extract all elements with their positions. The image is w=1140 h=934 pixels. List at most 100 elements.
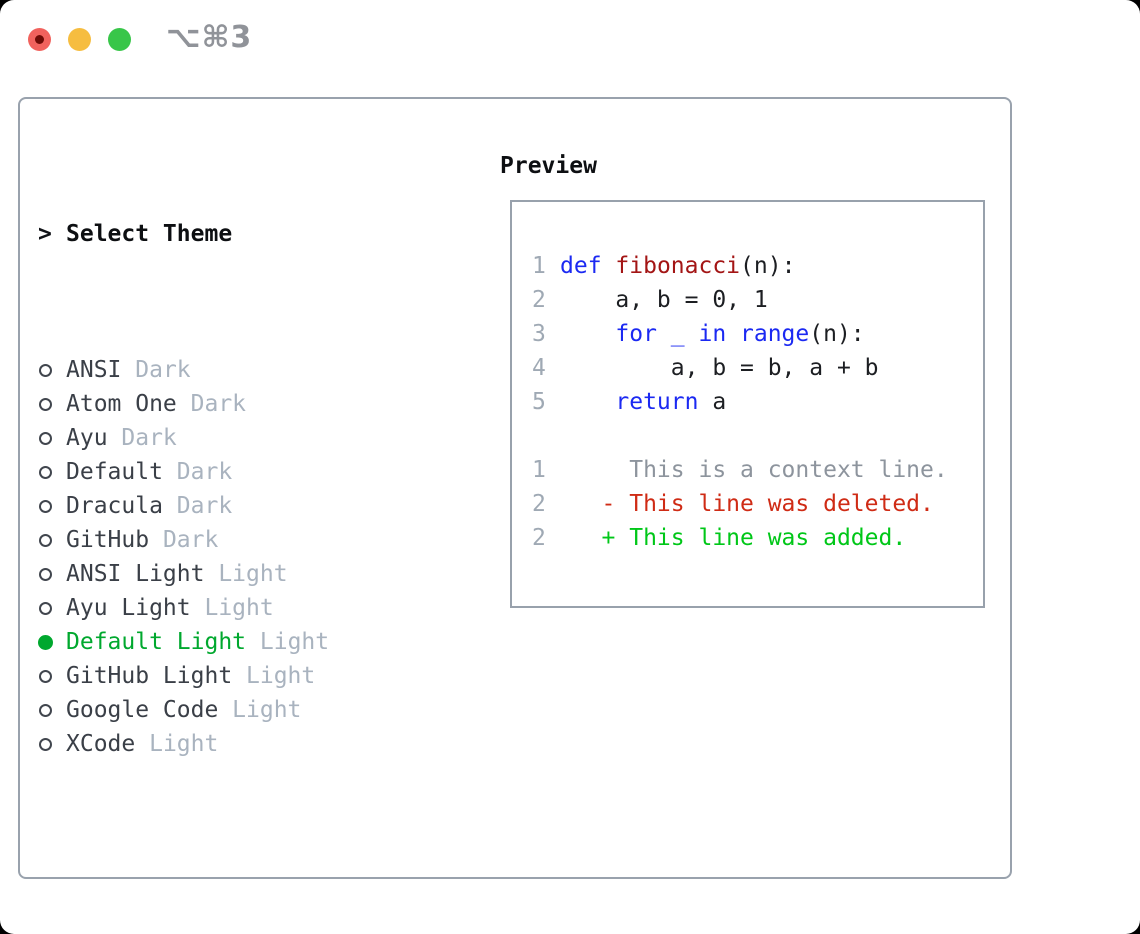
diff-line-deleted: 2 - This line was deleted. — [532, 487, 983, 521]
radio-icon — [38, 421, 66, 455]
code-token: return — [615, 389, 699, 415]
code-token: a, b = b, a + b — [560, 355, 879, 381]
radio-icon — [38, 659, 66, 693]
diff-text: This is a context line. — [560, 457, 948, 483]
theme-name-label: Default Light — [66, 629, 260, 655]
code-token: (n): — [809, 321, 865, 347]
line-number: 4 — [532, 355, 546, 381]
circle-icon — [39, 533, 52, 547]
close-button[interactable] — [28, 28, 51, 51]
theme-name-label: Default — [66, 459, 177, 485]
line-number: 5 — [532, 389, 546, 415]
code-line: 2 a, b = 0, 1 — [532, 283, 983, 317]
circle-icon — [39, 601, 52, 615]
radio-icon — [38, 693, 66, 727]
theme-option[interactable]: GitHub Dark — [38, 523, 448, 557]
line-number: 1 — [532, 457, 546, 483]
theme-option[interactable]: Ayu Dark — [38, 421, 448, 455]
diff-line-added: 2 + This line was added. — [532, 521, 983, 555]
theme-name-label: Ayu Light — [66, 595, 205, 621]
theme-option[interactable]: Google Code Light — [38, 693, 448, 727]
code-token: for _ in range — [615, 321, 810, 347]
theme-name-label: Google Code — [66, 697, 233, 723]
theme-option[interactable]: ANSI Dark — [38, 353, 448, 387]
radio-icon — [38, 387, 66, 421]
circle-icon — [39, 397, 52, 411]
theme-variant-label: Dark — [176, 493, 233, 519]
line-number: 2 — [532, 287, 546, 313]
theme-variant-label: Dark — [162, 527, 219, 553]
theme-name-label: ANSI — [66, 357, 136, 383]
radio-icon — [38, 489, 66, 523]
diff-preview: 1 This is a context line.2 - This line w… — [532, 453, 983, 555]
theme-option[interactable]: Atom One Dark — [38, 387, 448, 421]
theme-name-label: GitHub Light — [66, 663, 247, 689]
code-token: def — [560, 253, 602, 279]
circle-icon — [39, 669, 52, 683]
line-number: 2 — [532, 491, 546, 517]
code-token: a — [698, 389, 727, 415]
select-theme-title-label: Select Theme — [66, 221, 233, 247]
theme-variant-label: Light — [204, 595, 274, 621]
code-token: a, b = 0, 1 — [560, 287, 768, 313]
radio-icon — [38, 727, 66, 761]
code-token — [560, 389, 615, 415]
theme-option[interactable]: Default Light Light — [38, 625, 448, 659]
circle-icon — [39, 431, 52, 445]
theme-variant-label: Light — [232, 697, 302, 723]
circle-icon — [39, 737, 52, 751]
theme-name-label: Dracula — [66, 493, 177, 519]
theme-option[interactable]: Default Dark — [38, 455, 448, 489]
close-button-dot — [35, 35, 44, 44]
theme-option[interactable]: XCode Light — [38, 727, 448, 761]
theme-variant-label: Dark — [190, 391, 247, 417]
radio-icon — [38, 557, 66, 591]
code-token — [560, 321, 615, 347]
radio-icon — [38, 523, 66, 557]
theme-name-label: XCode — [66, 731, 150, 757]
selected-radio-icon — [38, 625, 66, 659]
theme-name-label: GitHub — [66, 527, 163, 553]
code-preview: 1 def fibonacci (n): 2 a, b = 0, 1 3 for _ i… — [532, 249, 983, 419]
line-number: 2 — [532, 525, 546, 551]
theme-name-label: Atom One — [66, 391, 191, 417]
preview-title: Preview — [500, 153, 597, 179]
circle-icon — [39, 499, 52, 513]
circle-icon — [39, 703, 52, 717]
theme-name-label: ANSI Light — [66, 561, 219, 587]
maximize-button[interactable] — [108, 28, 131, 51]
line-number: 3 — [532, 321, 546, 347]
theme-option[interactable]: Dracula Dark — [38, 489, 448, 523]
theme-option[interactable]: GitHub Light Light — [38, 659, 448, 693]
theme-variant-label: Light — [149, 731, 219, 757]
theme-variant-label: Light — [218, 561, 288, 587]
theme-name-label: Ayu — [66, 425, 122, 451]
theme-variant-label: Dark — [176, 459, 233, 485]
radio-icon — [38, 455, 66, 489]
apply-to-section: Apply To User SettingsWorkspace Settings — [38, 896, 448, 934]
circle-icon — [39, 465, 52, 479]
line-number: 1 — [532, 253, 546, 279]
theme-option[interactable]: Ayu Light Light — [38, 591, 448, 625]
theme-variant-label: Dark — [135, 357, 191, 383]
code-token: fibonacci — [615, 253, 741, 279]
circle-icon — [39, 567, 52, 581]
radio-icon — [38, 591, 66, 625]
diff-text: - This line was deleted. — [560, 491, 934, 517]
blank-line — [532, 419, 983, 453]
cursor-char: > — [38, 221, 52, 247]
theme-option[interactable]: ANSI Light Light — [38, 557, 448, 591]
preview-box: 1 def fibonacci (n): 2 a, b = 0, 1 3 for _ i… — [510, 200, 985, 608]
titlebar: ⌥⌘3 — [0, 0, 1140, 80]
minimize-button[interactable] — [68, 28, 91, 51]
code-line: 4 a, b = b, a + b — [532, 351, 983, 385]
theme-variant-label: Light — [246, 663, 316, 689]
theme-variant-label: Light — [259, 629, 330, 655]
keyboard-shortcut-label: ⌥⌘3 — [166, 20, 253, 55]
diff-line-context: 1 This is a context line. — [532, 453, 983, 487]
